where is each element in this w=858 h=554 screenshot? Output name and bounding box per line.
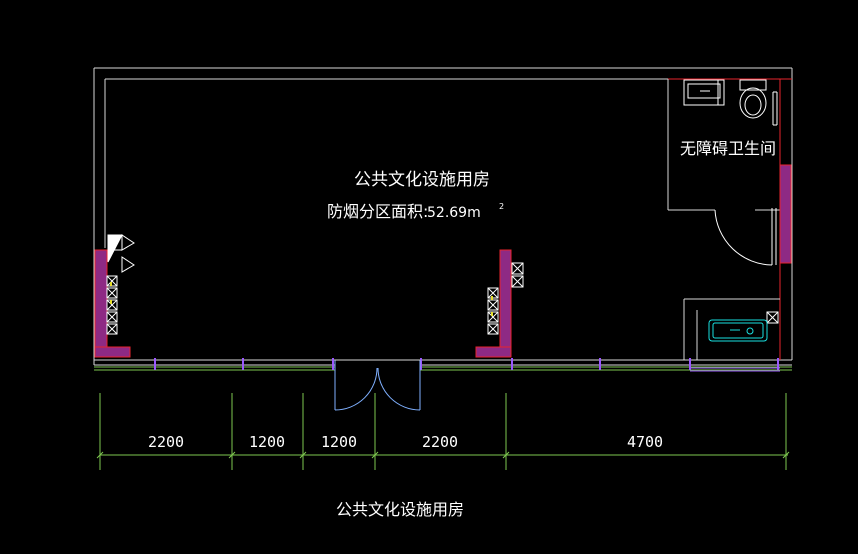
socket-box-3 <box>106 311 118 323</box>
dim-label-4: 2200 <box>422 433 458 451</box>
dimension-lines <box>96 393 790 470</box>
plan-caption: 公共文化设施用房 <box>336 500 464 519</box>
entrance-door <box>334 359 421 411</box>
water-heater-icon <box>708 319 768 342</box>
socket-box-1 <box>106 287 118 299</box>
smoke-zone-value: 52.69m <box>427 205 481 221</box>
grab-bar-icon <box>772 91 778 126</box>
toilet-icon <box>739 79 767 119</box>
column-right <box>779 164 792 264</box>
column-middle-foot <box>475 346 512 358</box>
socket-box-11 <box>766 311 779 324</box>
restroom-window <box>690 367 780 372</box>
red-boundary <box>668 78 792 360</box>
column-left-foot <box>94 346 131 358</box>
washbasin-icon <box>683 79 725 106</box>
column-left <box>94 249 108 358</box>
room-name: 公共文化设施用房 <box>354 170 490 190</box>
dim-tick-3 <box>371 451 379 459</box>
dim-label-1: 2200 <box>148 433 184 451</box>
socket-box-6 <box>487 299 499 311</box>
socket-box-9 <box>511 262 524 275</box>
socket-box-4 <box>106 323 118 335</box>
restroom-door <box>714 208 777 266</box>
smoke-zone-label: 防烟分区面积: <box>327 202 428 221</box>
column-middle <box>499 249 512 358</box>
dim-tick-5 <box>782 451 790 459</box>
dim-tick-0 <box>96 451 104 459</box>
equipment-boxes <box>106 262 779 335</box>
restroom-walls <box>667 79 780 360</box>
dim-tick-4 <box>502 451 510 459</box>
dim-label-3: 1200 <box>321 433 357 451</box>
socket-box-10 <box>511 275 524 288</box>
dim-label-5: 4700 <box>627 433 663 451</box>
outer-walls <box>93 67 793 366</box>
restroom-name: 无障碍卫生间 <box>680 139 776 158</box>
area-superscript: 2 <box>499 202 504 211</box>
socket-box-8 <box>487 323 499 335</box>
wall-columns <box>94 164 792 358</box>
extinguisher-icon <box>107 234 135 273</box>
window-strip <box>94 366 792 371</box>
dim-label-2: 1200 <box>249 433 285 451</box>
yellow-marks <box>110 282 493 316</box>
dim-tick-2 <box>299 451 307 459</box>
dim-tick-1 <box>228 451 236 459</box>
